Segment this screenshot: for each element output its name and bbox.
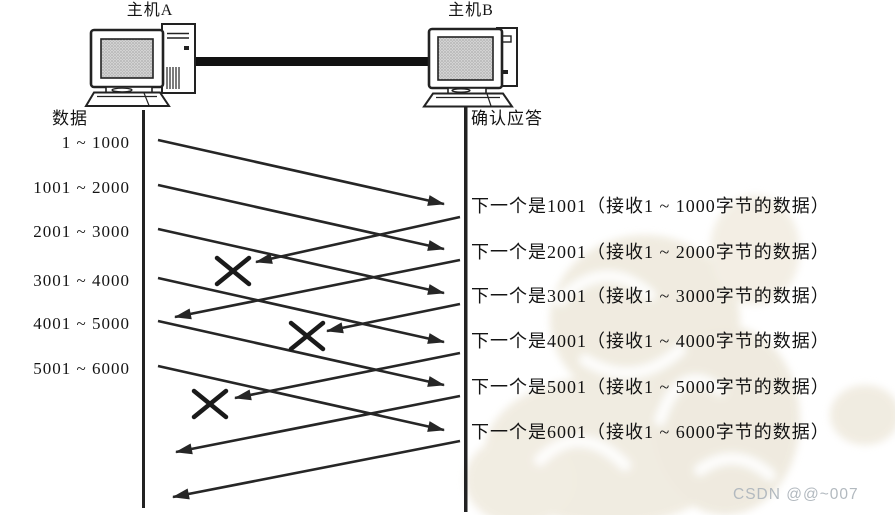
data-arrow-5 <box>157 319 445 387</box>
data-arrow-2 <box>157 183 445 251</box>
segment-label-2: 1001 ~ 2000 <box>33 178 130 197</box>
host-a-icon <box>84 23 196 107</box>
host-b-icon <box>422 27 518 108</box>
ack-label-5: 下一个是5001（接收1 ~ 5000字节的数据） <box>471 377 830 397</box>
data-arrow-1 <box>157 138 445 206</box>
segment-label-4: 3001 ~ 4000 <box>33 271 130 290</box>
segment-label-3: 2001 ~ 3000 <box>33 222 130 241</box>
segment-label-1: 1 ~ 1000 <box>61 133 130 152</box>
ack-label-2: 下一个是2001（接收1 ~ 2000字节的数据） <box>471 242 830 262</box>
segment-label-6: 5001 ~ 6000 <box>33 359 130 378</box>
ack-arrow-2001 <box>174 258 461 320</box>
ack-arrow-5001 <box>175 394 461 455</box>
ack-arrow-1001-lost <box>255 215 461 264</box>
ack-arrow-4001-lost <box>234 351 461 401</box>
data-column-title: 数据 <box>52 109 88 128</box>
host-a-label: 主机A <box>126 2 174 19</box>
packet-loss-x-3 <box>191 388 229 420</box>
background-watermark-art <box>465 195 895 515</box>
packet-loss-x-1 <box>214 255 252 287</box>
host-b-screen <box>437 36 494 81</box>
csdn-watermark-text: CSDN @@~007 <box>733 486 859 503</box>
ack-arrow-6001 <box>172 439 461 500</box>
data-arrow-4 <box>157 276 445 344</box>
host-a-timeline <box>142 110 145 508</box>
data-arrow-3 <box>157 227 445 295</box>
ack-label-1: 下一个是1001（接收1 ~ 1000字节的数据） <box>471 196 830 216</box>
host-a-screen <box>100 38 154 79</box>
loss-marks <box>191 255 326 420</box>
ack-label-4: 下一个是4001（接收1 ~ 4000字节的数据） <box>471 331 830 351</box>
segment-label-5: 4001 ~ 5000 <box>33 314 130 333</box>
network-cable <box>193 57 436 66</box>
data-arrow-6 <box>157 364 445 432</box>
packet-loss-x-2 <box>288 320 326 352</box>
ack-arrows <box>172 215 461 500</box>
ack-arrow-3001-lost <box>326 302 461 334</box>
host-b-timeline <box>464 106 468 512</box>
ack-column-title: 确认应答 <box>471 109 543 128</box>
ack-label-3: 下一个是3001（接收1 ~ 3000字节的数据） <box>471 286 830 306</box>
data-arrows <box>157 138 445 432</box>
ack-label-6: 下一个是6001（接收1 ~ 6000字节的数据） <box>471 422 830 442</box>
host-b-label: 主机B <box>448 2 494 19</box>
